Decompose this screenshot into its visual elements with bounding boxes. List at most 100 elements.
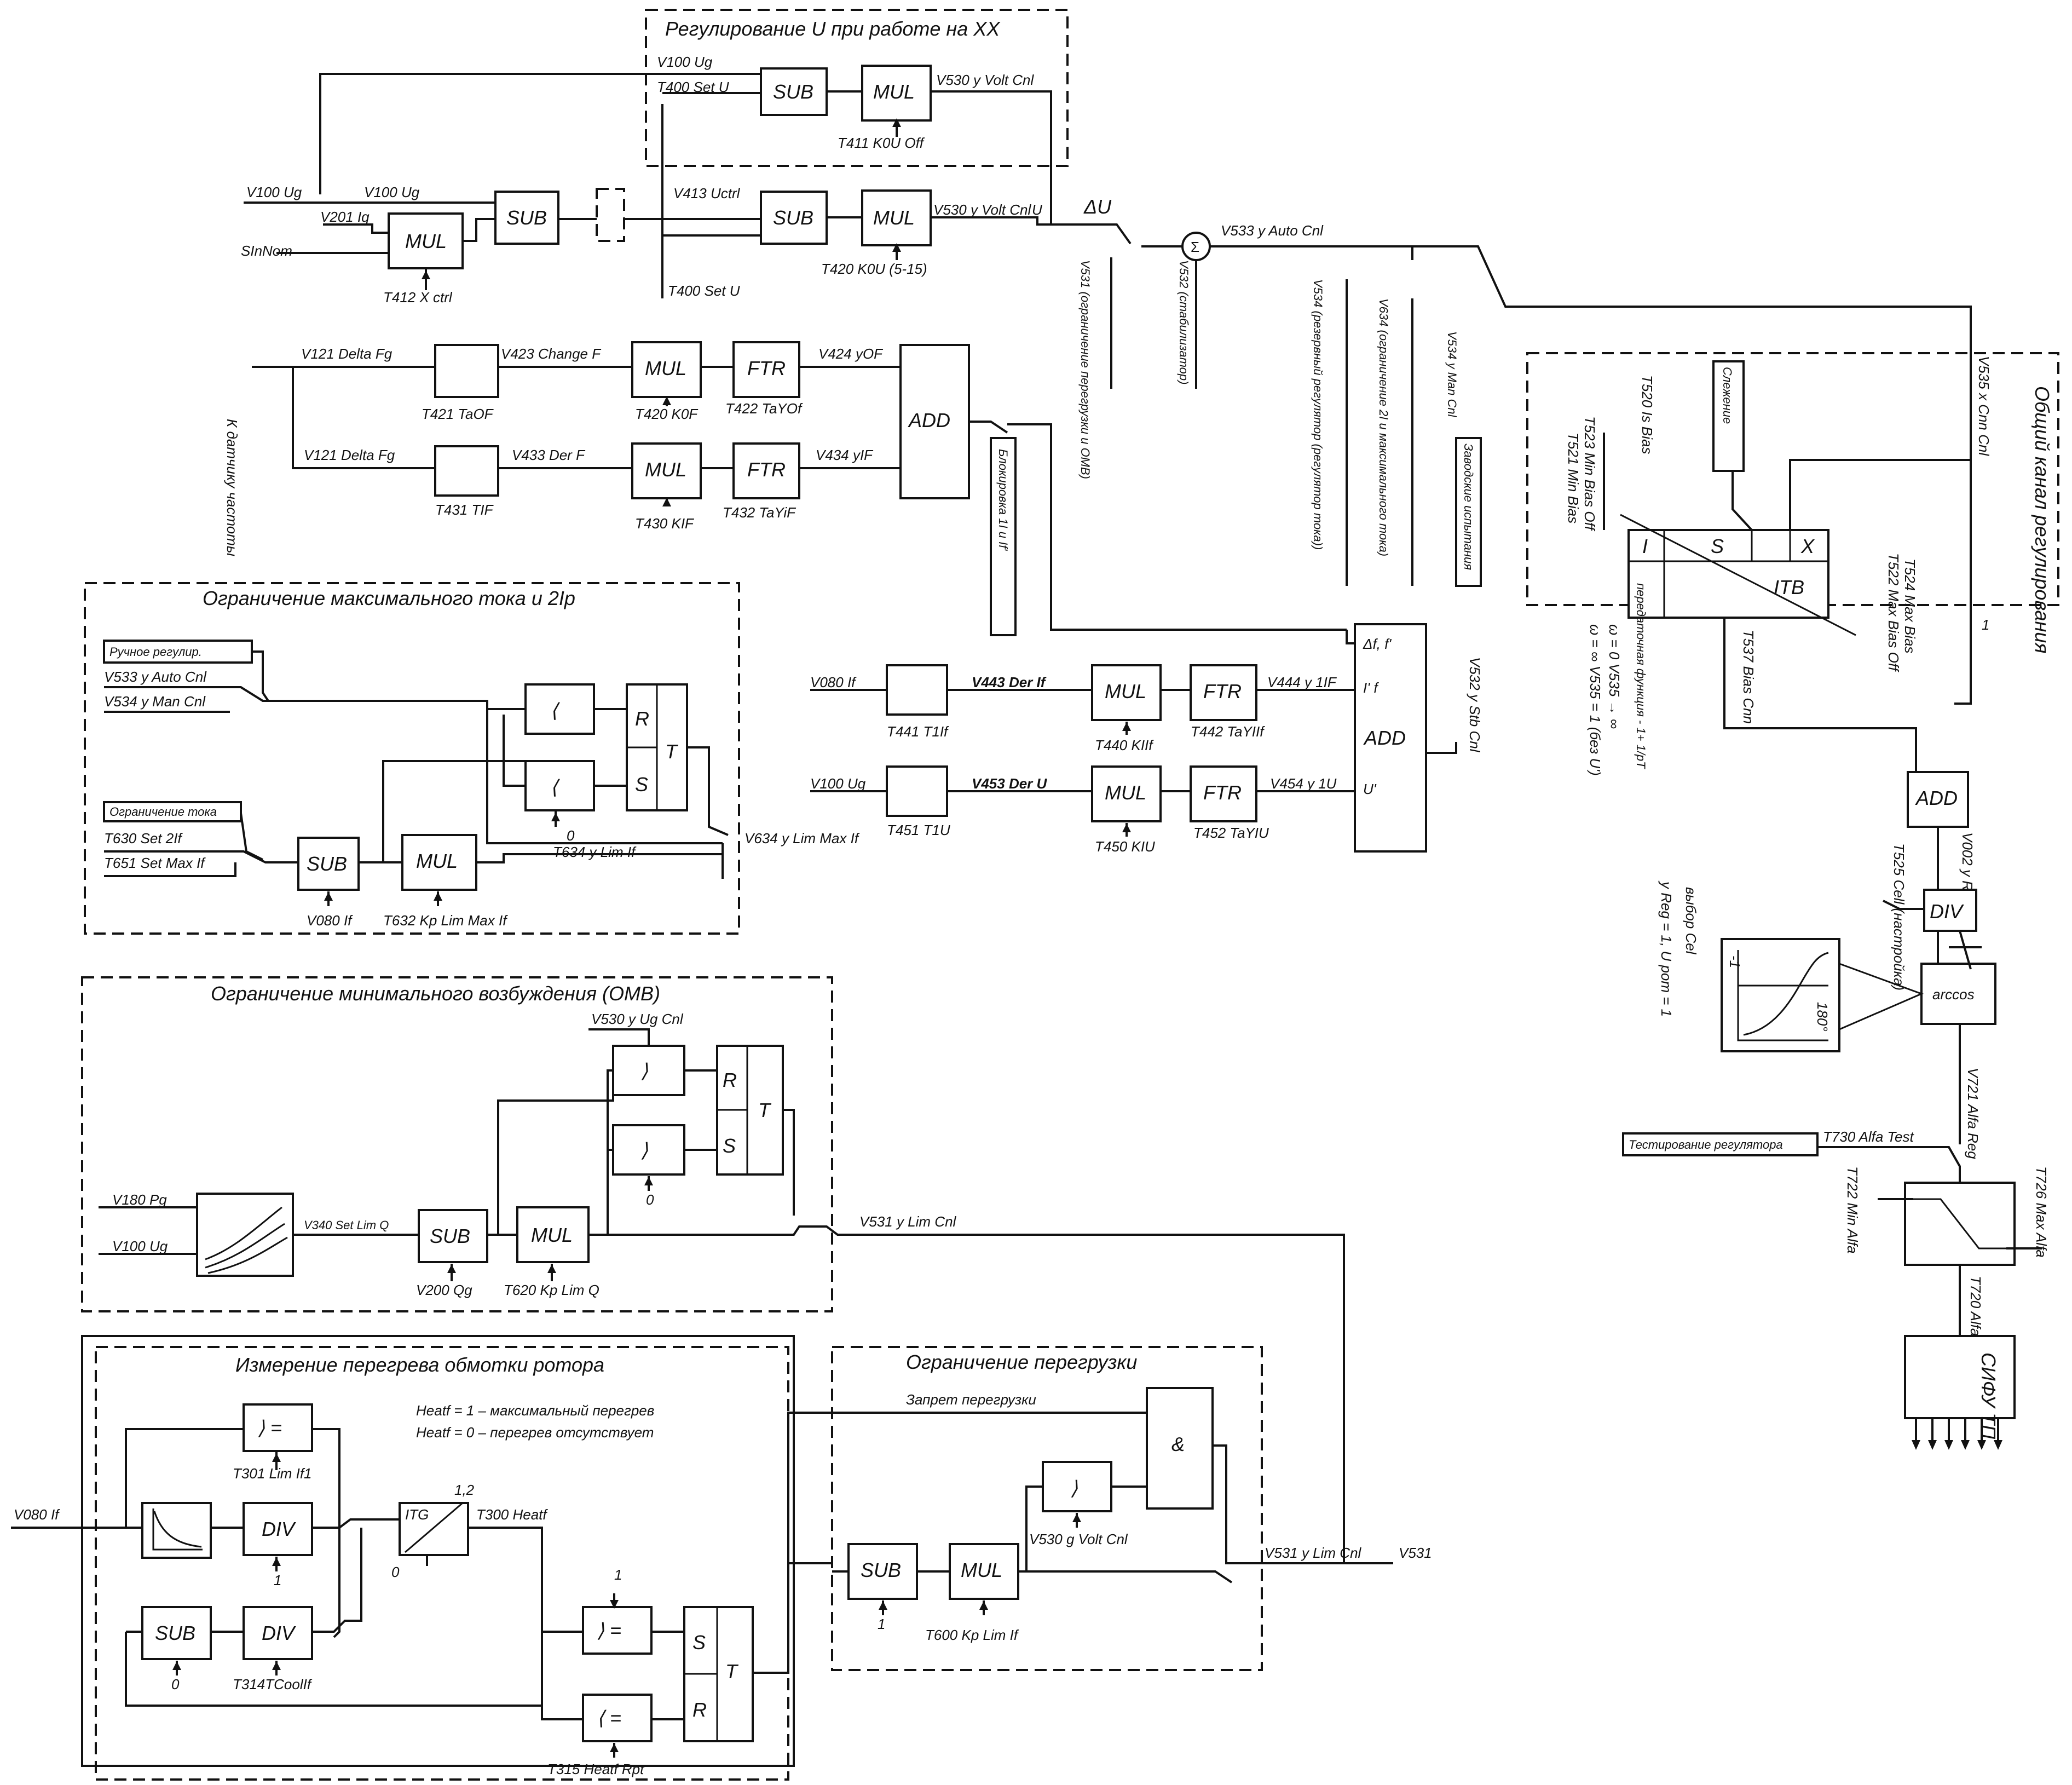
label-t422: T422 TaYOf (725, 400, 803, 417)
label-v080if: V080 If (810, 674, 857, 690)
label-v534man: V534 y Man Cnl (1445, 331, 1459, 418)
label-mc-zero: 0 (567, 827, 575, 844)
sifu-arrows (1912, 1440, 2002, 1450)
ol-sub-label: SUB (861, 1559, 901, 1581)
freq-ftr2-block (732, 442, 800, 499)
mc-sub-label: SUB (307, 853, 347, 875)
label-v121b: V121 Delta Fg (304, 447, 395, 463)
label-v080sub: V080 If (307, 912, 353, 929)
label-cel2: y Reg = 1, U рот = 1 (1658, 880, 1675, 1017)
arccos-callout (1839, 963, 1924, 1030)
stb-t451-block (886, 765, 948, 817)
mc-s-label: S (635, 773, 648, 796)
wire-alfa (1878, 1198, 2042, 1336)
label-t420k0f: T420 K0F (635, 406, 699, 422)
common-div-block (1923, 889, 1977, 932)
label-ol-one: 1 (878, 1616, 885, 1632)
me-curve-block (196, 1193, 294, 1277)
cur-lim-box (103, 801, 242, 822)
me-gt1-block (612, 1045, 685, 1096)
uc-sub2-block (760, 191, 828, 245)
stb-ftr2-label: FTR (1203, 781, 1242, 804)
label-deg180: 180° (1814, 1002, 1831, 1032)
label-oh-zero1: 0 (391, 1564, 400, 1580)
test-box (1622, 1132, 1819, 1156)
oh-ge1-block (243, 1403, 313, 1452)
label-v413: V413 Uctrl (673, 185, 741, 201)
oh-ge1-label: ⟩ = (257, 1417, 282, 1439)
label-t432: T432 TaYiF (723, 504, 797, 521)
label-v531-desc: V531 (ограничение перегрузки и ОМВ) (1078, 260, 1092, 479)
stb-mul1-label: MUL (1105, 680, 1146, 703)
label-v180: V180 Pg (112, 1191, 167, 1208)
arrow-t411 (892, 118, 901, 127)
ol-and-block (1146, 1387, 1214, 1510)
freq-t431-block (434, 445, 499, 497)
group-outer-frame (81, 1335, 795, 1767)
label-ban: Запрет перегрузки (906, 1391, 1036, 1408)
oh-le-block (582, 1694, 653, 1742)
oh-div1-label: DIV (262, 1518, 296, 1540)
common-add-label: ADD (1915, 787, 1958, 809)
label-t301: T301 Lim If1 (233, 1465, 312, 1482)
me-sub-label: SUB (430, 1225, 470, 1247)
mc-lt2-label: ⟨ (550, 776, 560, 798)
oh-div2-label: DIV (262, 1622, 296, 1644)
group-max-current-title: Ограничение максимального тока и 2Ip (203, 587, 575, 609)
freq-ftr2-label: FTR (747, 458, 786, 481)
uc-sub-block (494, 191, 559, 245)
label-t315: T315 Heatf Rpt (547, 1761, 645, 1777)
me-s-label: S (723, 1135, 736, 1157)
oh-itg-ramp (405, 1502, 463, 1553)
arrow-t420k0f (662, 396, 671, 405)
follow-label: Слежение (1721, 367, 1734, 424)
label-v453: V453 Der U (972, 775, 1048, 792)
arccos-graph-curve (1743, 952, 1829, 1036)
freq-t421-block (434, 344, 499, 398)
label-t720: T720 Alfa (1967, 1276, 1984, 1336)
me-r-label: R (723, 1069, 737, 1091)
label-t634: T634 y Lim If (553, 844, 637, 860)
uc-sub-label: SUB (506, 206, 547, 229)
label-t537: T537 Bias Cnn (1740, 630, 1757, 724)
sum-sigma: Σ (1191, 239, 1199, 255)
freq-mul1-block (631, 341, 702, 398)
label-v100ug-in: V100 Ug (246, 184, 302, 200)
label-t632: T632 Kp Lim Max If (383, 912, 508, 929)
bias-i-label: I (1642, 535, 1648, 557)
wire-sum (1141, 245, 1972, 460)
group-max-current-frame (84, 582, 740, 935)
stb-add-block (1354, 623, 1427, 853)
uc-mul2-label: MUL (873, 206, 915, 229)
label-v340: V340 Set Lim Q (304, 1218, 389, 1232)
label-u-small: U (1032, 201, 1042, 218)
mc-sub-block (297, 837, 360, 891)
blocking-label: Блокировка 1I и If' (996, 449, 1010, 551)
stb-mul1-block (1091, 664, 1162, 721)
label-t421: T421 TaOF (422, 406, 494, 422)
label-t400b: T400 Set U (668, 283, 740, 299)
stb-add-label: ADD (1363, 727, 1406, 749)
mc-lt2-block (524, 760, 595, 811)
label-v080oh: V080 If (14, 1506, 60, 1523)
stb-ftr1-block (1190, 664, 1257, 721)
label-t411: T411 K0U Off (838, 135, 925, 151)
oh-curve-line (152, 1508, 203, 1551)
label-t521: T521 Min Bias (1565, 433, 1582, 523)
label-me-zero: 0 (646, 1191, 654, 1208)
xx-mul-label: MUL (873, 80, 915, 103)
label-t430: T430 KIF (635, 515, 695, 532)
group-xx-frame (645, 9, 1069, 167)
me-mul-block (516, 1206, 590, 1263)
label-t525: T525 Cell (настройка) (1891, 843, 1907, 991)
stb-t441-block (886, 664, 948, 716)
label-winf: ω = ∞ V535 = 1 (без U') (1587, 624, 1603, 776)
label-w0: ω = 0 V535 → ∞ (1606, 624, 1623, 729)
label-t420k0u: T420 K0U (5-15) (821, 261, 927, 277)
group-xx-title: Регулирование U при работе на XX (665, 18, 1001, 40)
label-t722: T722 Min Alfa (1844, 1166, 1861, 1253)
label-t441: T441 T1If (887, 723, 949, 740)
label-in-if: I' f (1363, 680, 1379, 696)
factory-test-box (1455, 437, 1482, 587)
wire-test (1817, 1146, 1961, 1183)
